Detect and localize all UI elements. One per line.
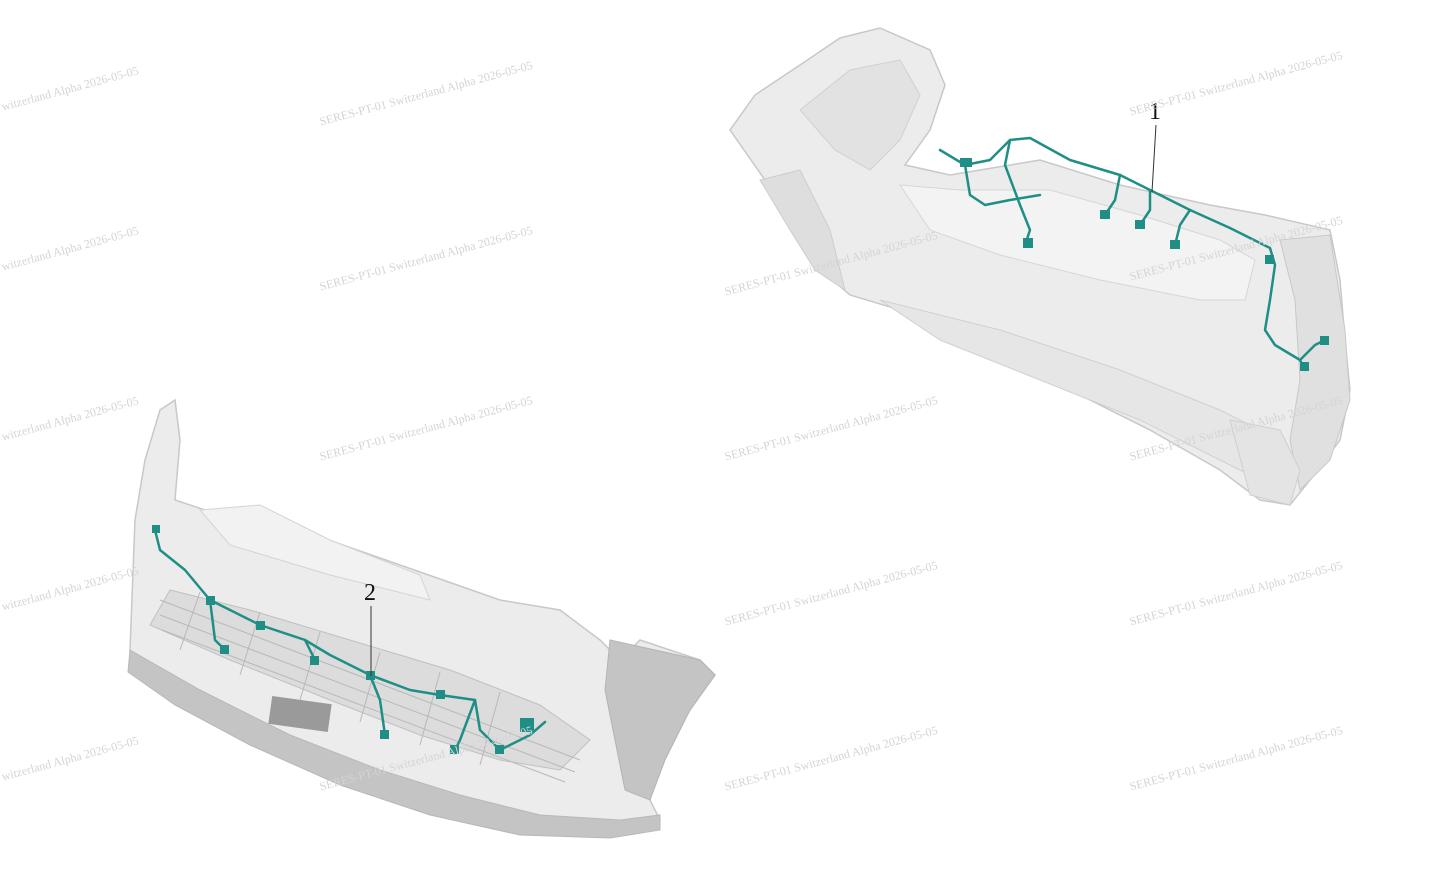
rear-harness [938,136,1327,372]
rear-connectors [960,158,1329,371]
callout-leader-1 [1151,124,1157,193]
callout-2: 2 [364,580,376,606]
callout-1: 1 [1149,99,1161,125]
rear-bumper [729,27,1351,506]
license-plate-recess [268,695,332,733]
front-bumper [127,398,716,839]
front-connectors [152,525,534,754]
